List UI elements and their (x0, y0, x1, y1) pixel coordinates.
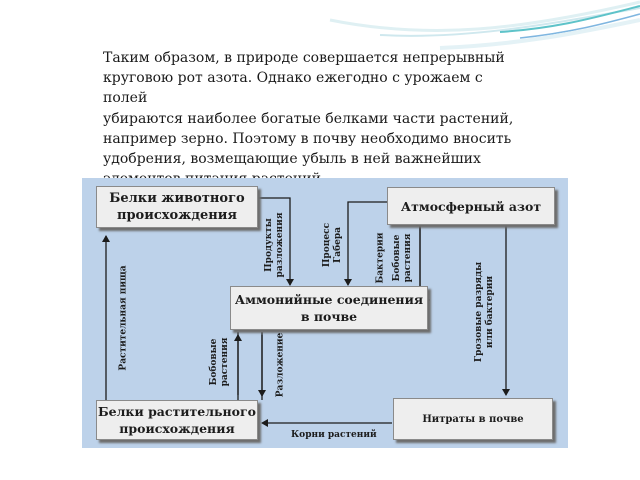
box-plant-proteins: Белки растительного происхождения (96, 400, 258, 440)
box-nitrates-text: Нитраты в почве (422, 413, 524, 425)
box-plant-proteins-line: Белки растительного (97, 404, 257, 419)
decorative-waves (329, 0, 640, 50)
label-line: растения (220, 337, 230, 387)
label-line: Габера (333, 227, 343, 263)
box-ammonium-line: в почве (300, 309, 358, 324)
label-line: Бактерии (375, 232, 386, 284)
label-line: Разложение (275, 332, 286, 398)
label-line: или бактерии (485, 275, 495, 349)
label-line: разложения (275, 212, 285, 278)
label-legumes-top: Бобовые растения (392, 234, 414, 283)
label-line: Грозовые разряды (474, 261, 484, 363)
box-animal-proteins: Белки животного происхождения (96, 186, 258, 228)
box-atmospheric-nitrogen: Атмосферный азот (387, 187, 555, 225)
paragraph-line: круговою рот азота. Однако ежегодно с ур… (103, 70, 483, 107)
box-ammonium: Аммонийные соединения в почве (230, 286, 428, 330)
box-nitrates: Нитраты в почве (393, 398, 553, 440)
label-legumes-bottom: Бобовые растения (209, 338, 231, 387)
box-animal-proteins-line: происхождения (116, 208, 238, 223)
label-line: Бобовые (209, 338, 219, 386)
paragraph-line: удобрения, возмещающие убыль в ней важне… (103, 151, 481, 168)
intro-paragraph: Таким образом, в природе совершается неп… (103, 48, 523, 189)
label-line: Процесс (322, 222, 332, 268)
label-decomposition: Разложение (276, 333, 287, 398)
box-plant-proteins-line: происхождения (119, 421, 235, 436)
label-line: Продукты (264, 218, 274, 272)
paragraph-line: убираются наиболее богатые белками части… (103, 110, 514, 127)
label-line: Корни растений (291, 430, 377, 440)
label-decay-products: Продукты разложения (264, 213, 286, 278)
box-animal-proteins-line: Белки животного (109, 191, 245, 206)
box-ammonium-line: Аммонийные соединения (234, 292, 424, 307)
label-haber-process: Процесс Габера (322, 223, 344, 267)
label-bacteria: Бактерии (376, 233, 387, 284)
label-line: Бобовые (392, 234, 402, 282)
label-line: Растительная пища (118, 265, 129, 371)
label-plant-roots: Корни растений (291, 430, 377, 440)
paragraph-line: Таким образом, в природе совершается неп… (103, 50, 505, 66)
label-line: растения (403, 233, 413, 283)
label-plant-food: Растительная пища (119, 265, 130, 370)
box-atmospheric-nitrogen-text: Атмосферный азот (400, 198, 542, 214)
label-lightning: Грозовые разряды или бактерии (474, 262, 496, 362)
paragraph-line: например зерно. Поэтому в почву необходи… (103, 130, 512, 147)
